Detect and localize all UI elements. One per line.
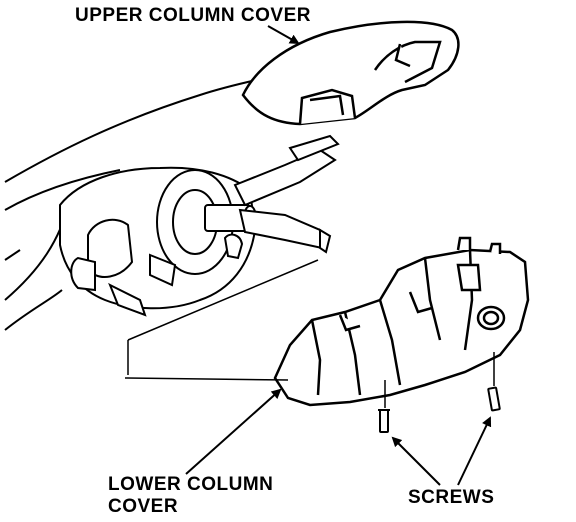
lower-cover-arrow [185, 388, 282, 475]
switch-stalks [233, 134, 340, 254]
lower-column-cover-label-line1: LOWER COLUMN [108, 474, 274, 495]
leader-arrows [185, 25, 492, 486]
steering-column-assembly [59, 166, 257, 317]
screws-label: SCREWS [408, 487, 495, 508]
screws-arrow-right [457, 416, 492, 486]
assembly-guide-lines [124, 259, 495, 408]
screw-right [487, 386, 501, 412]
lower-column-cover-label-line2: COVER [108, 496, 179, 517]
screw-left [378, 409, 390, 433]
upper-column-cover-label: UPPER COLUMN COVER [75, 5, 311, 26]
screws-arrow-left [391, 436, 441, 486]
upper-column-cover-part [241, 20, 460, 126]
lower-column-cover-label: LOWER COLUMN COVER [108, 474, 273, 518]
lower-column-cover-part [273, 236, 530, 407]
upper-cover-arrow [267, 25, 300, 44]
